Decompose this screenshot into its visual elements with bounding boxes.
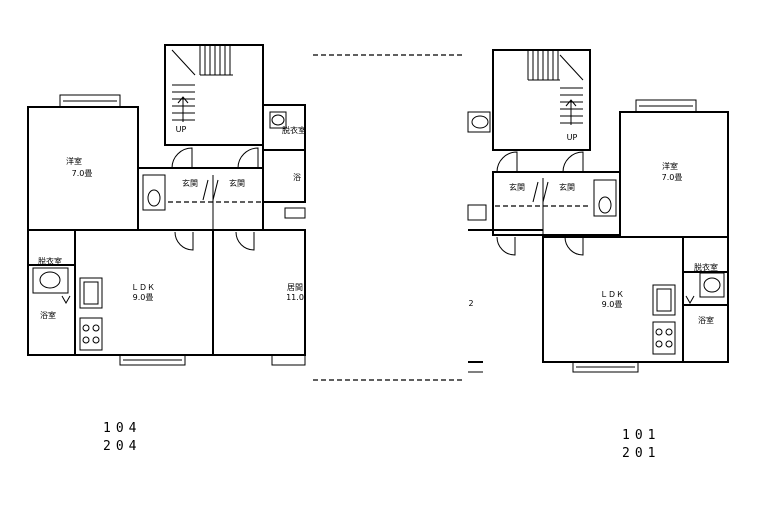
left-entrance-b-label: 玄関 xyxy=(229,178,245,188)
right-bath-label: 浴室 xyxy=(698,315,714,325)
right-unit-numbers: 101 201 xyxy=(622,427,660,463)
right-ldk-label: ＬＤＫ xyxy=(600,290,624,299)
left-western-room-size: 7.0畳 xyxy=(72,169,93,178)
right-western-room-size: 7.0畳 xyxy=(662,173,683,182)
left-entrance-a-label: 玄関 xyxy=(182,178,198,188)
left-living-size: 11.0 xyxy=(286,293,304,302)
right-unit-number-1: 101 xyxy=(622,428,661,443)
right-stairs xyxy=(527,50,584,125)
right-entrance-a-label: 玄関 xyxy=(509,182,525,192)
left-washroom-right-label: 脱衣室 xyxy=(282,125,306,135)
left-unit-number-2: 204 xyxy=(103,439,142,454)
left-unit-numbers: 104 204 xyxy=(103,420,141,456)
left-bath-label: 浴室 xyxy=(40,310,56,320)
left-floor-plan: 洋室 7.0畳 UP 玄関 玄関 脱衣室 浴 脱衣室 浴室 ＬＤＫ 9.0畳 居… xyxy=(27,44,306,366)
left-ldk-label: ＬＤＫ xyxy=(131,283,155,292)
left-living-label: 居間 xyxy=(287,283,303,292)
right-entrance-b-label: 玄関 xyxy=(559,182,575,192)
right-ldk-size: 9.0畳 xyxy=(602,300,623,309)
right-western-room-label: 洋室 xyxy=(662,161,678,171)
right-unit-number-2: 201 xyxy=(622,446,661,461)
left-stairs xyxy=(171,45,233,122)
left-western-room-label: 洋室 xyxy=(66,156,82,166)
right-stairs-up-label: UP xyxy=(567,133,578,142)
right-washroom-label: 脱衣室 xyxy=(694,262,718,272)
left-stairs-up-label: UP xyxy=(176,125,187,134)
left-unit-number-1: 104 xyxy=(103,421,142,436)
left-bath-right-label: 浴 xyxy=(293,172,301,182)
right-cut-fragment-label: 2 xyxy=(468,299,473,308)
left-washroom-label: 脱衣室 xyxy=(38,256,62,266)
right-floor-plan: 2 UP 玄関 玄関 洋室 7.0畳 ＬＤＫ 9.0畳 脱衣室 浴室 xyxy=(467,49,729,373)
left-ldk-size: 9.0畳 xyxy=(133,293,154,302)
